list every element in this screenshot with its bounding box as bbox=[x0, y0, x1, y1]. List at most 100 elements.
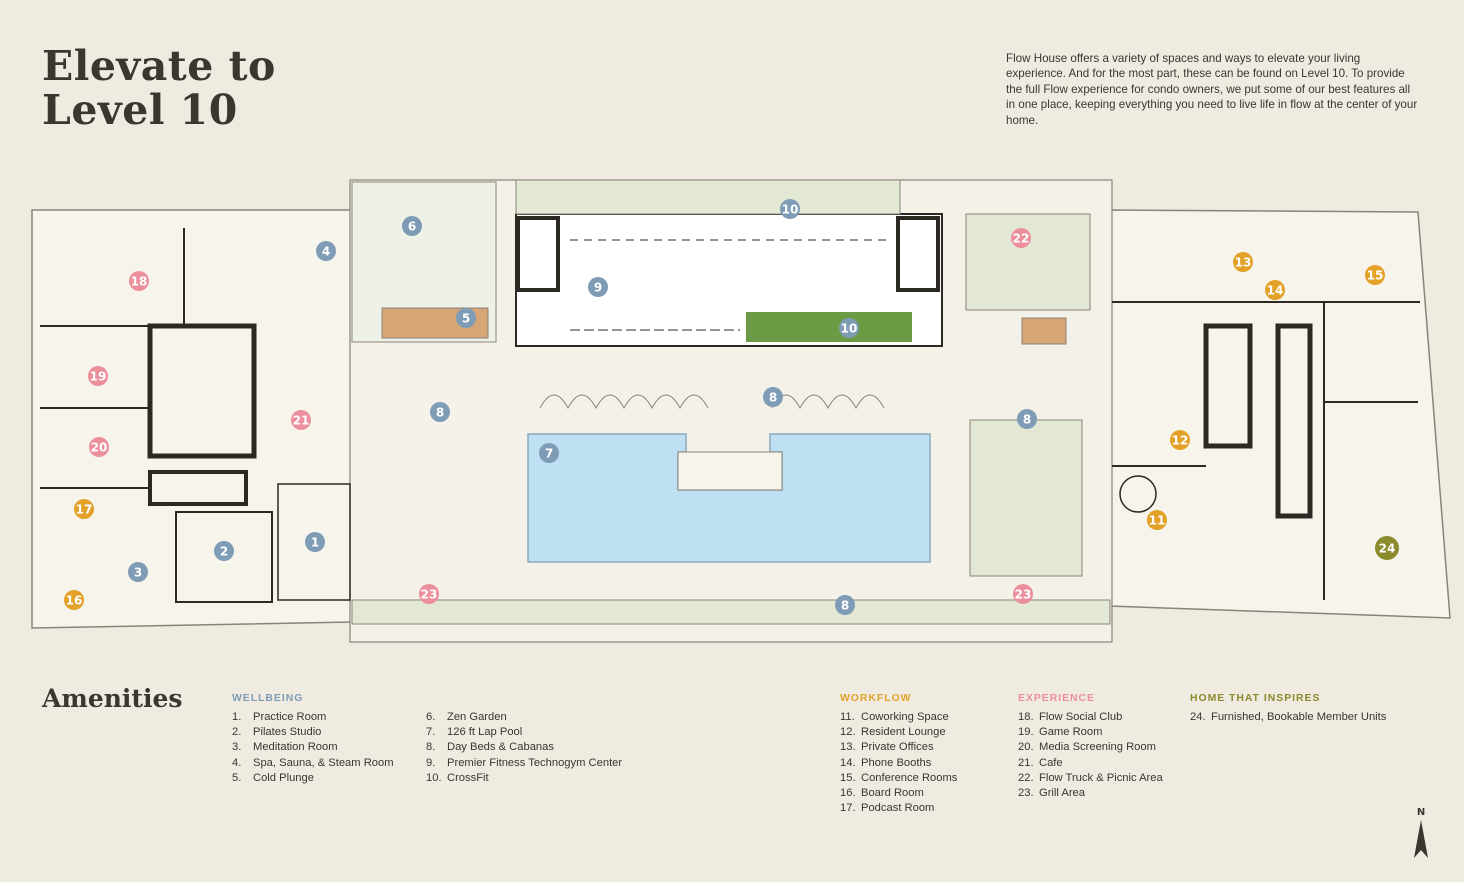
marker-number: 15 bbox=[1367, 269, 1384, 283]
marker-number: 11 bbox=[1149, 514, 1166, 528]
legend-item: 3.Meditation Room bbox=[232, 740, 394, 755]
marker-dot bbox=[1375, 536, 1399, 560]
amenity-marker-9[interactable]: 9 bbox=[588, 277, 608, 297]
north-arrow: N bbox=[1412, 804, 1442, 867]
amenity-marker-13[interactable]: 13 bbox=[1233, 252, 1253, 272]
title-line-2: Level 10 bbox=[42, 86, 238, 134]
compass-needle bbox=[1414, 820, 1428, 858]
marker-dot bbox=[305, 532, 325, 552]
amenity-marker-23[interactable]: 23 bbox=[1013, 584, 1033, 604]
amenity-marker-15[interactable]: 15 bbox=[1365, 265, 1385, 285]
marker-number: 8 bbox=[841, 599, 849, 613]
marker-dot bbox=[214, 541, 234, 561]
amenity-marker-8[interactable]: 8 bbox=[763, 387, 783, 407]
legend-item: 12. Resident Lounge bbox=[840, 725, 957, 740]
marker-number: 10 bbox=[782, 203, 799, 217]
legend-item-number: 4. bbox=[232, 756, 242, 769]
amenity-marker-2[interactable]: 2 bbox=[214, 541, 234, 561]
legend-item: 19.Game Room bbox=[1018, 725, 1163, 740]
title-line-1: Elevate to bbox=[42, 42, 276, 90]
legend-item-label: 126 ft Lap Pool bbox=[447, 726, 523, 739]
amenities-title: Amenities bbox=[42, 684, 183, 713]
amenity-marker-14[interactable]: 14 bbox=[1265, 280, 1285, 300]
legend-item-number: 12. bbox=[840, 726, 856, 739]
marker-dot bbox=[74, 499, 94, 519]
legend-item-label: Flow Social Club bbox=[1039, 711, 1123, 723]
amenity-marker-19[interactable]: 19 bbox=[88, 366, 108, 386]
marker-number: 5 bbox=[462, 312, 470, 326]
west-core bbox=[147, 323, 257, 459]
legend-item-label: Grill Area bbox=[1039, 786, 1086, 799]
amenity-marker-18[interactable]: 18 bbox=[129, 271, 149, 291]
legend-item: 2.Pilates Studio bbox=[232, 725, 394, 740]
legend-item: 11.Coworking Space bbox=[840, 710, 957, 725]
marker-dot bbox=[64, 590, 84, 610]
legend-heading-wellbeing: WELLBEING bbox=[232, 693, 304, 704]
amenity-marker-20[interactable]: 20 bbox=[89, 437, 109, 457]
legend-item-number: 14. bbox=[840, 756, 856, 769]
amenity-marker-23[interactable]: 23 bbox=[419, 584, 439, 604]
marker-dot bbox=[456, 308, 476, 328]
amenity-marker-16[interactable]: 16 bbox=[64, 590, 84, 610]
legend-item: 17.Podcast Room bbox=[840, 801, 957, 816]
marker-dot bbox=[780, 199, 800, 219]
legend-item-number: 24. bbox=[1190, 711, 1206, 723]
amenity-marker-10[interactable]: 10 bbox=[780, 199, 800, 219]
amenity-marker-24[interactable]: 24 bbox=[1375, 536, 1399, 560]
amenity-marker-10[interactable]: 10 bbox=[839, 318, 859, 338]
marker-dot bbox=[1017, 409, 1037, 429]
legend-item-number: 9. bbox=[426, 756, 436, 769]
gym-interior bbox=[516, 216, 940, 331]
legend-item-number: 16. bbox=[840, 786, 856, 799]
marker-dot bbox=[763, 387, 783, 407]
practice-room bbox=[277, 483, 351, 601]
amenity-marker-3[interactable]: 3 bbox=[128, 562, 148, 582]
legend-item-label: Conference Rooms bbox=[861, 771, 958, 784]
amenity-marker-22[interactable]: 22 bbox=[1011, 228, 1031, 248]
marker-number: 16 bbox=[66, 594, 83, 608]
amenity-marker-7[interactable]: 7 bbox=[539, 443, 559, 463]
amenity-marker-21[interactable]: 21 bbox=[291, 410, 311, 430]
legend-item: 6.Zen Garden bbox=[426, 710, 622, 725]
amenity-marker-5[interactable]: 5 bbox=[456, 308, 476, 328]
amenity-marker-8[interactable]: 8 bbox=[1017, 409, 1037, 429]
legend-item: 10.CrossFit bbox=[426, 771, 622, 786]
marker-dot bbox=[539, 443, 559, 463]
east-core-a bbox=[1203, 323, 1253, 449]
legend-item: 9.Premier Fitness Technogym Center bbox=[426, 756, 622, 771]
marker-number: 18 bbox=[131, 275, 148, 289]
legend-item: 24.Furnished, Bookable Member Units bbox=[1190, 710, 1386, 725]
amenity-marker-12[interactable]: 12 bbox=[1170, 430, 1190, 450]
amenity-marker-8[interactable]: 8 bbox=[430, 402, 450, 422]
amenity-marker-1[interactable]: 1 bbox=[305, 532, 325, 552]
crossfit-turf bbox=[746, 312, 912, 342]
west-stair bbox=[148, 470, 248, 506]
marker-dot bbox=[1170, 430, 1190, 450]
compass-icon: N bbox=[1414, 807, 1428, 858]
legend-item-label: Private Offices bbox=[861, 741, 934, 754]
legend-item-label: Cold Plunge bbox=[253, 771, 314, 784]
legend-item-label: Resident Lounge bbox=[861, 726, 946, 739]
amenity-marker-17[interactable]: 17 bbox=[74, 499, 94, 519]
marker-number: 2 bbox=[220, 545, 228, 559]
amenity-marker-11[interactable]: 11 bbox=[1147, 510, 1167, 530]
legend-item-number: 23. bbox=[1018, 786, 1034, 799]
amenity-marker-4[interactable]: 4 bbox=[316, 241, 336, 261]
marker-number: 12 bbox=[1172, 434, 1189, 448]
amenity-marker-6[interactable]: 6 bbox=[402, 216, 422, 236]
amenity-marker-8[interactable]: 8 bbox=[835, 595, 855, 615]
marker-number: 8 bbox=[1023, 413, 1031, 427]
marker-number: 14 bbox=[1267, 284, 1284, 298]
marker-dot bbox=[129, 271, 149, 291]
legend-item-number: 20. bbox=[1018, 741, 1034, 754]
legend-item-label: Board Room bbox=[861, 786, 924, 799]
legend-item-number: 6. bbox=[426, 711, 436, 723]
marker-dot bbox=[1147, 510, 1167, 530]
marker-dot bbox=[88, 366, 108, 386]
marker-number: 20 bbox=[91, 441, 108, 455]
legend-item-label: Practice Room bbox=[253, 711, 327, 723]
